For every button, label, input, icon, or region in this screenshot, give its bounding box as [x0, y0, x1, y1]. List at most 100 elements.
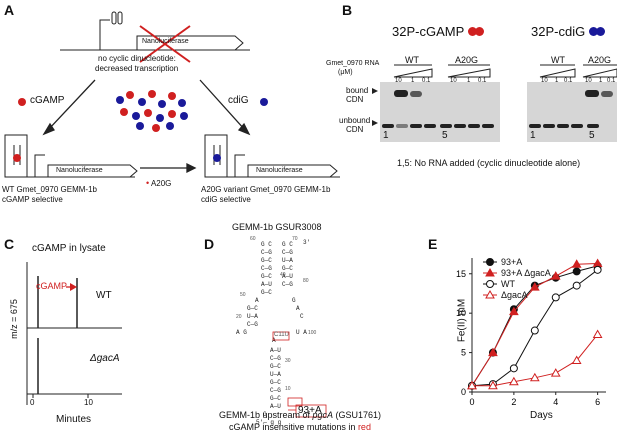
right-caption-1: A20G variant Gmet_0970 GEMM-1b: [201, 185, 331, 194]
svg-text:U—A: U—A: [270, 371, 281, 378]
svg-text:C: C: [300, 313, 304, 320]
svg-text:A—U: A—U: [270, 403, 281, 410]
no-cdn-note-1: no cyclic dinucleotide:: [98, 54, 176, 63]
gel1-wt-conc-10: 10: [395, 78, 402, 84]
svg-text:60: 60: [250, 236, 256, 242]
panel-c-xtick-0: 0: [30, 398, 35, 407]
e-data-point: [509, 364, 518, 373]
panel-c-xtick-10: 10: [84, 398, 93, 407]
e-xtick-label: 6: [595, 397, 600, 407]
caption-part2b: red: [357, 422, 371, 432]
svg-text:80: 80: [303, 278, 309, 284]
gel-1: [380, 82, 500, 142]
svg-text:G—C: G—C: [270, 395, 281, 402]
svg-text:50: 50: [240, 292, 246, 298]
gel-2: [527, 82, 617, 142]
svg-text:30: 30: [285, 358, 291, 364]
top-construct: [60, 11, 250, 51]
svg-text:C—G: C—G: [270, 355, 281, 362]
panel-c-xlabel: Minutes: [56, 414, 92, 425]
gel2-lane1: 1: [530, 130, 536, 141]
c11u-label: C11U: [274, 332, 289, 338]
gel2-wt-conc-1: 1: [555, 78, 559, 84]
gel1-a20g-conc-1: 1: [467, 78, 471, 84]
e-legend-marker: [486, 280, 494, 288]
gel1-wt-label: WT: [405, 55, 419, 65]
red-x-mark: [139, 25, 191, 63]
panel-d-caption-2: cGAMP insensitive mutations in red: [200, 422, 400, 432]
e-data-point: [593, 265, 602, 274]
svg-text:A—U: A—U: [282, 273, 293, 280]
e-data-point: [550, 368, 561, 377]
e-data-point: [509, 376, 519, 386]
svg-text:C—G: C—G: [261, 249, 272, 256]
gel-caption: 1,5: No RNA added (cyclic dinucleotide a…: [397, 158, 581, 168]
gel2-wt-label: WT: [551, 55, 565, 65]
e-xtick-label: 0: [469, 397, 474, 407]
panel-c-wt: WT: [96, 290, 112, 301]
svg-text:10: 10: [285, 386, 291, 392]
svg-text:5'— g g: 5'— g g: [256, 419, 282, 426]
cgamp-dot: [18, 98, 26, 106]
bound-label-2: CDN: [346, 95, 364, 104]
gel2-wt-conc-01: 0.1: [564, 78, 573, 84]
e-data-point: [550, 271, 561, 280]
e-legend-marker: [485, 289, 495, 299]
panel-d-caption: GEMM-1b upstream of pgcA (GSU1761): [200, 410, 400, 420]
svg-text:100: 100: [308, 330, 317, 336]
no-cdn-note-2: decreased transcription: [95, 64, 179, 73]
gel2-a20g-conc-01: 0.1: [607, 78, 616, 84]
svg-text:3': 3': [303, 239, 310, 246]
e-data-point: [551, 293, 560, 302]
gel2-a20g-conc-10: 10: [585, 78, 592, 84]
svg-text:20: 20: [236, 314, 242, 320]
panel-c-peak-label: cGAMP: [36, 281, 68, 291]
e-legend-label: ΔgacA: [501, 290, 528, 300]
left-construct: [4, 134, 138, 178]
svg-text:G C: G C: [282, 241, 293, 248]
panel-e-xlabel: Days: [530, 410, 553, 421]
cgamp-label: cGAMP: [30, 95, 65, 106]
mutation-label: • A20G: [146, 178, 172, 188]
e-data-point: [530, 326, 539, 335]
bound-label-1: bound: [346, 86, 369, 95]
top-nanoluc-label: Nanoluciferase: [142, 38, 189, 45]
gel1-lane1: 1: [383, 130, 389, 141]
mutation-93a-text: 93+A: [298, 405, 322, 416]
panel-a-arrows: [42, 79, 251, 174]
rna-label-1: Gmet_0970 RNA: [326, 60, 380, 67]
e-ytick-label: 10: [456, 308, 466, 318]
svg-text:40: 40: [280, 272, 286, 278]
e-ytick-label: 15: [456, 269, 466, 279]
gel2-lane5: 5: [589, 130, 595, 141]
rna-label-2: (μM): [338, 69, 353, 76]
e-data-point: [488, 347, 498, 357]
gel1-a20g-conc-01: 0.1: [478, 78, 487, 84]
cdig-dot: [260, 98, 268, 106]
e-ytick-label: 0: [461, 387, 466, 397]
panel-e-label: E: [428, 236, 438, 252]
svg-text:C—G: C—G: [282, 281, 293, 288]
svg-text:G—C: G—C: [261, 273, 272, 280]
svg-text:A: A: [255, 297, 259, 304]
left-caption-1: WT Gmet_0970 GEMM-1b: [2, 185, 97, 194]
svg-text:C—G: C—G: [282, 249, 293, 256]
caption-part2a: cGAMP insensitive mutations in: [229, 422, 358, 432]
e-legend-label: 93+A: [501, 257, 522, 267]
caption-part1b: (GSU1761): [333, 410, 382, 420]
svg-text:G C: G C: [261, 241, 272, 248]
svg-text:A—U: A—U: [270, 347, 281, 354]
gel1-wt-conc-1: 1: [411, 78, 415, 84]
e-data-point: [529, 282, 540, 291]
gel1-lane5: 5: [442, 130, 448, 141]
svg-text:G—C: G—C: [270, 379, 281, 386]
e-legend-label: 93+A ΔgacA: [501, 268, 551, 278]
panel-c-label: C: [4, 236, 15, 252]
cdig-label: cdiG: [228, 95, 249, 106]
right-nanoluc-label: Nanoluciferase: [256, 167, 303, 174]
unbound-label-2: CDN: [346, 125, 364, 134]
gel2-a20g-conc-1: 1: [599, 78, 603, 84]
e-data-point: [592, 258, 603, 268]
